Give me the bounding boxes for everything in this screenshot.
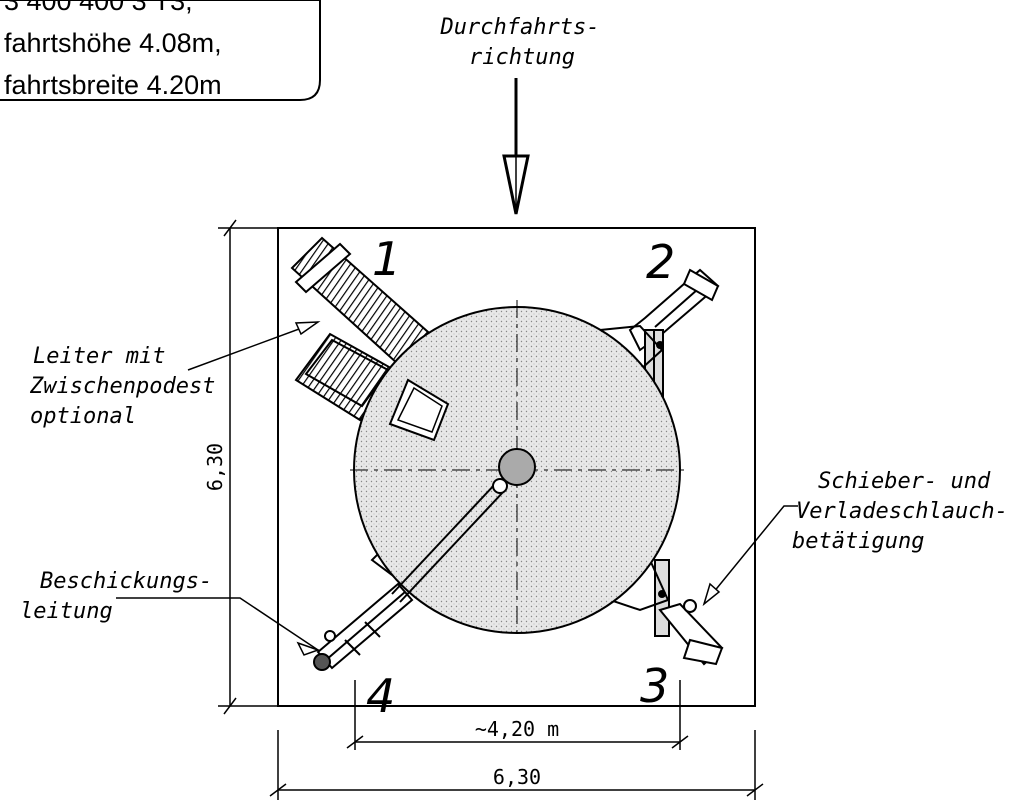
silo-outlet [498, 448, 536, 486]
callout-valve-arrow-icon [702, 582, 721, 607]
corner-number-3: 3 [640, 659, 669, 713]
callout-ladder-line-3: optional [30, 404, 136, 429]
dimension-height [218, 219, 278, 715]
direction-label-line-2: richtung [469, 45, 575, 70]
info-box-line-1: 3 400 400 3 T3, [4, 0, 193, 16]
callout-feed-line-2: leitung [20, 599, 113, 624]
callout-feed: Beschickungs- leitung [20, 569, 321, 656]
dimension-width [269, 730, 764, 800]
direction-label-line-1: Durchfahrts- [440, 15, 600, 40]
foundation-outline [277, 227, 756, 707]
feed-pipe [391, 478, 508, 603]
corner-number-1: 1 [372, 232, 401, 286]
dimension-width-label: 6,30 [493, 765, 541, 789]
callout-ladder-arrow-icon [294, 321, 321, 336]
callout-ladder: Leiter mit Zwischenpodest optional [29, 321, 321, 429]
callout-valve-line-1: Schieber- und [818, 469, 991, 494]
callout-ladder-line-1: Leiter mit [33, 344, 165, 369]
info-box: 3 400 400 3 T3, fahrtshöhe 4.08m, fahrts… [0, 0, 321, 101]
silo-hatch [388, 378, 450, 442]
dimension-gap-label: ~4,20 m [475, 717, 559, 741]
dimension-gap [346, 680, 689, 750]
callout-feed-line-1: Beschickungs- [40, 569, 212, 594]
corner-number-2: 2 [646, 235, 675, 289]
callout-valve-line-2: Verladeschlauch- [796, 499, 1008, 524]
dimension-height-label: 6,30 [203, 443, 227, 491]
info-box-line-2: fahrtshöhe 4.08m, [4, 28, 222, 58]
callout-valve: Schieber- und Verladeschlauch- betätigun… [702, 469, 1008, 607]
callout-ladder-line-2: Zwischenpodest [29, 374, 215, 399]
support-leg-2 [597, 268, 720, 401]
corner-number-4: 4 [366, 669, 395, 723]
callout-valve-line-3: betätigung [792, 529, 924, 554]
info-box-line-3: fahrtsbreite 4.20m [4, 70, 222, 100]
direction-indicator: Durchfahrts- richtung [440, 15, 600, 215]
callout-feed-arrow-icon [296, 641, 321, 656]
